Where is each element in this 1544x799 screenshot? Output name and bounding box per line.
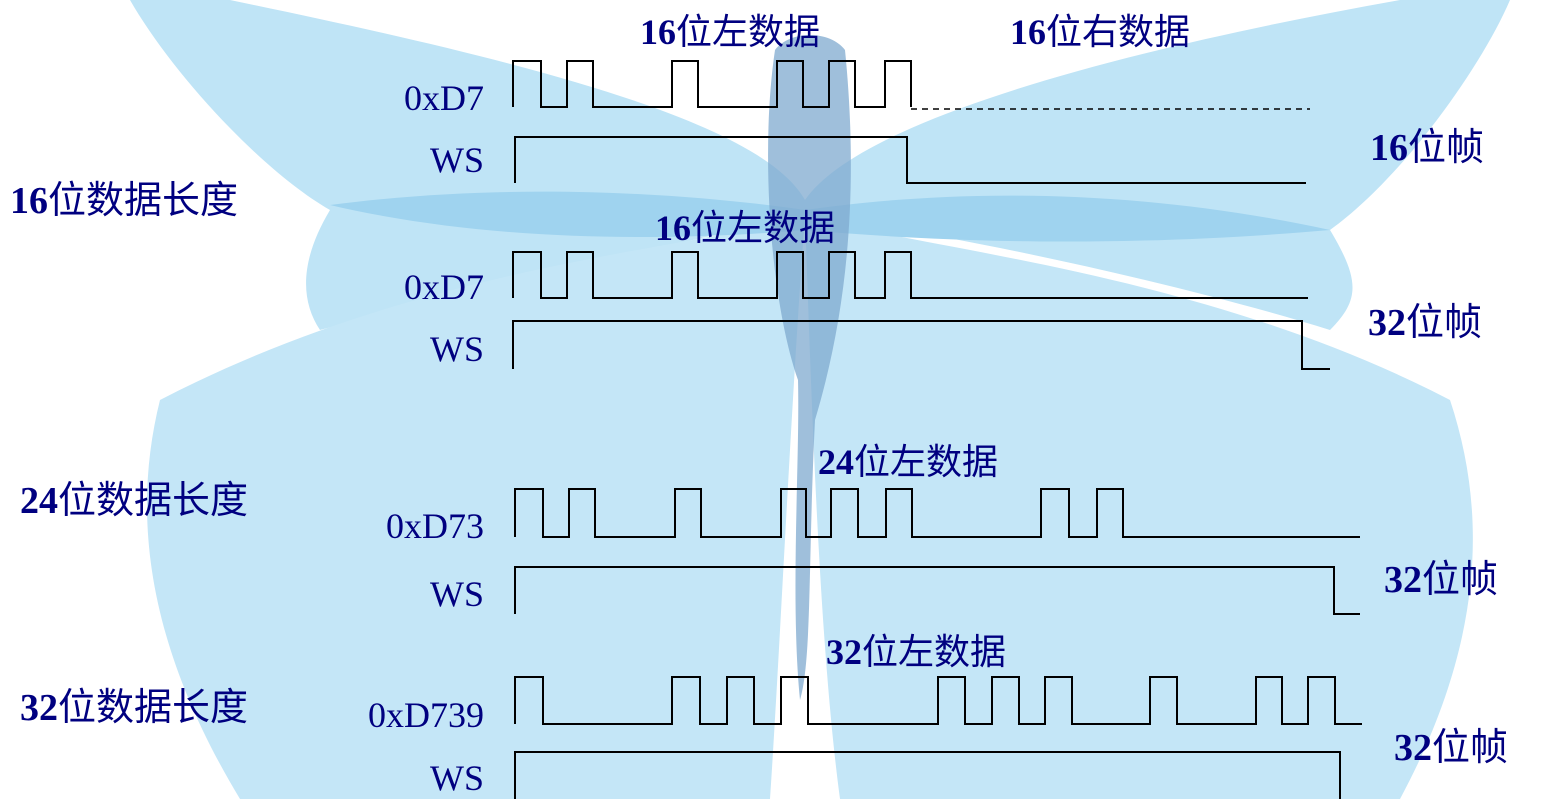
section-title-16bit: 16位数据长度 [10,180,238,222]
signal-name-data-2: 0xD7 [404,267,484,307]
ws-waveform-3 [514,566,1360,615]
data-label-32-left: 32位左数据 [826,632,1006,672]
data-label-24-left: 24位左数据 [818,442,998,482]
butterfly-background [130,0,1510,799]
frame-label-2: 32位帧 [1368,302,1482,344]
signal-name-data-1: 0xD7 [404,78,484,118]
signal-name-data-4: 0xD739 [368,695,484,735]
data-waveform-2 [512,251,1308,299]
data-waveform-1 [512,60,912,108]
frame-label-1: 16位帧 [1370,127,1484,169]
frame-label-3: 32位帧 [1384,559,1498,601]
data-waveform-3 [514,488,1360,538]
ws-waveform-1 [514,136,1306,184]
section-title-24bit: 24位数据长度 [20,480,248,522]
ws-waveform-2 [512,320,1330,370]
signal-name-ws-1: WS [430,140,484,180]
data-waveform-4 [514,676,1362,725]
section-title-32bit: 32位数据长度 [20,687,248,729]
frame-label-4: 32位帧 [1394,727,1508,769]
data-label-16-left-a: 16位左数据 [640,12,820,52]
signal-name-data-3: 0xD73 [386,506,484,546]
signal-name-ws-3: WS [430,574,484,614]
ws-waveform-4 [514,751,1341,799]
signal-name-ws-4: WS [430,758,484,798]
data-label-16-right: 16位右数据 [1010,12,1190,52]
data-label-16-left-b: 16位左数据 [655,208,835,248]
signal-name-ws-2: WS [430,329,484,369]
